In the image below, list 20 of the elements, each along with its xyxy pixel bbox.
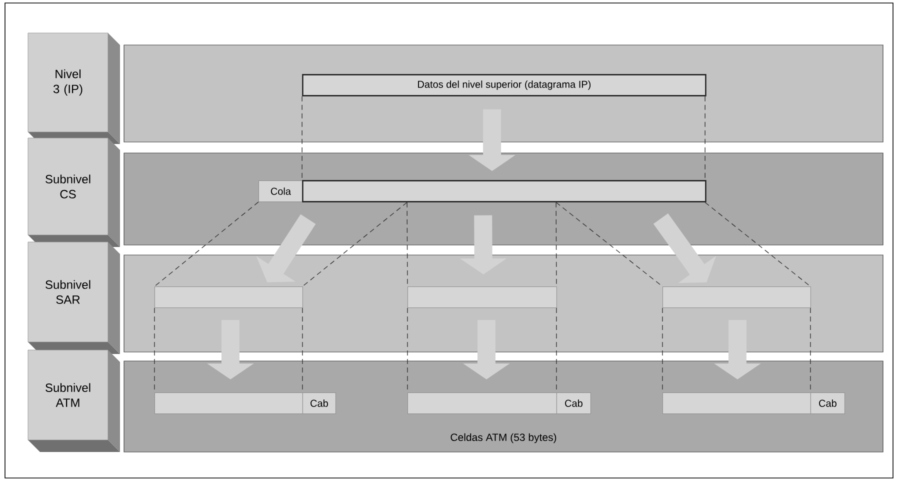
dashed-line — [154, 202, 259, 287]
data-box: Datos del nivel superior (datagrama IP) — [302, 74, 706, 96]
layer-block: Subnivel ATM — [28, 350, 120, 452]
header-box: Cab — [556, 392, 591, 414]
header-box: Cab — [810, 392, 845, 414]
dashed-line — [406, 202, 408, 287]
layer-block: Subnivel SAR — [28, 242, 120, 354]
dashed-line — [556, 202, 663, 287]
dashed-line — [704, 202, 811, 287]
segment-box — [154, 286, 303, 308]
segment-box — [407, 286, 557, 308]
header-box: Cola — [258, 180, 303, 202]
segment-box — [662, 286, 811, 308]
dashed-line — [302, 202, 408, 287]
layer-block: Nivel 3 (IP) — [28, 32, 120, 144]
dashed-line — [704, 96, 706, 180]
layer-block: Subnivel CS — [28, 138, 120, 247]
band-label: Celdas ATM (53 bytes) — [450, 433, 556, 444]
dashed-line — [556, 202, 557, 287]
header-box: Cab — [302, 392, 336, 414]
